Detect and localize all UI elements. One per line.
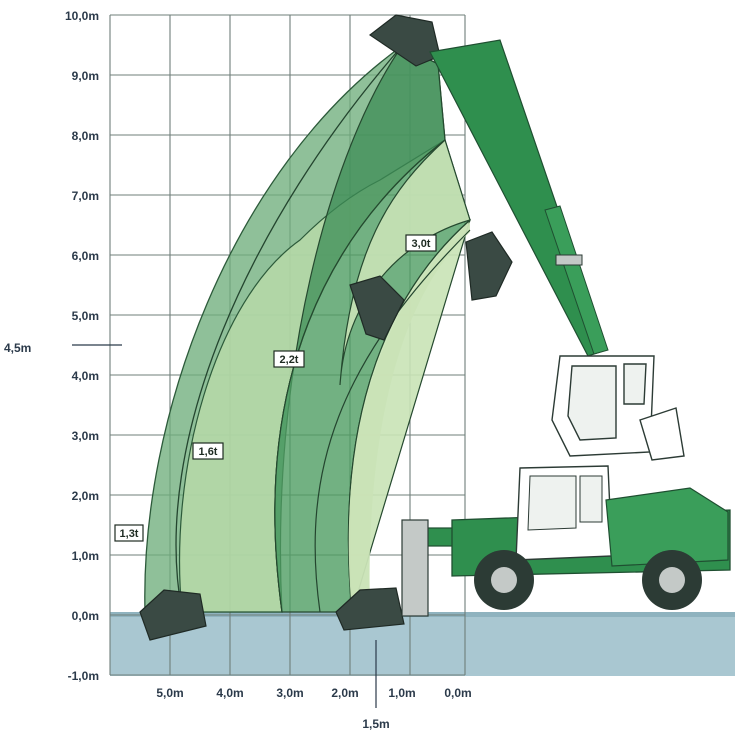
capacity-tag-2-2t: 2,2t	[273, 350, 305, 368]
y-label-9: 9,0m	[72, 69, 99, 83]
reach-marker-label: 1,5m	[362, 717, 389, 731]
y-label-8: 8,0m	[72, 129, 99, 143]
y-axis: 10,0m 9,0m 8,0m 7,0m 6,0m 5,0m 4,0m 3,0m…	[65, 9, 99, 683]
y-label-6: 6,0m	[72, 249, 99, 263]
y-label-minus-1: -1,0m	[68, 669, 99, 683]
y-label-0: 0,0m	[72, 609, 99, 623]
inner-arc-outline	[314, 229, 471, 613]
capacity-label-2-2t: 2,2t	[280, 354, 299, 366]
y-label-4: 4,0m	[72, 369, 99, 383]
zone-3-0t-body	[348, 222, 470, 612]
capacity-tag-3-0t: 3,0t	[405, 234, 437, 252]
telehandler-machine	[401, 465, 731, 617]
x-label-2: 2,0m	[331, 686, 358, 700]
y-label-5: 5,0m	[72, 309, 99, 323]
x-label-3: 3,0m	[276, 686, 303, 700]
capacity-label-1-3t: 1,3t	[120, 528, 139, 540]
capacity-label-3-0t: 3,0t	[412, 238, 431, 250]
boom-arc-outline	[175, 45, 403, 613]
capacity-tag-1-6t: 1,6t	[192, 442, 224, 460]
capacity-label-1-6t: 1,6t	[199, 446, 218, 458]
y-label-1: 1,0m	[72, 549, 99, 563]
ground-band	[110, 616, 735, 676]
x-label-1: 1,0m	[388, 686, 415, 700]
x-label-4: 4,0m	[216, 686, 243, 700]
x-label-0: 0,0m	[444, 686, 471, 700]
height-marker-label: 4,5m	[4, 341, 31, 355]
y-label-3: 3,0m	[72, 429, 99, 443]
bucket-icon	[139, 14, 513, 641]
raised-cab	[551, 355, 685, 461]
x-label-5: 5,0m	[156, 686, 183, 700]
x-axis: 5,0m 4,0m 3,0m 2,0m 1,0m 0,0m	[156, 686, 471, 700]
capacity-tag-1-3t: 1,3t	[114, 524, 144, 542]
y-label-10: 10,0m	[65, 9, 99, 23]
y-label-7: 7,0m	[72, 189, 99, 203]
y-label-2: 2,0m	[72, 489, 99, 503]
telescopic-boom	[429, 39, 609, 357]
